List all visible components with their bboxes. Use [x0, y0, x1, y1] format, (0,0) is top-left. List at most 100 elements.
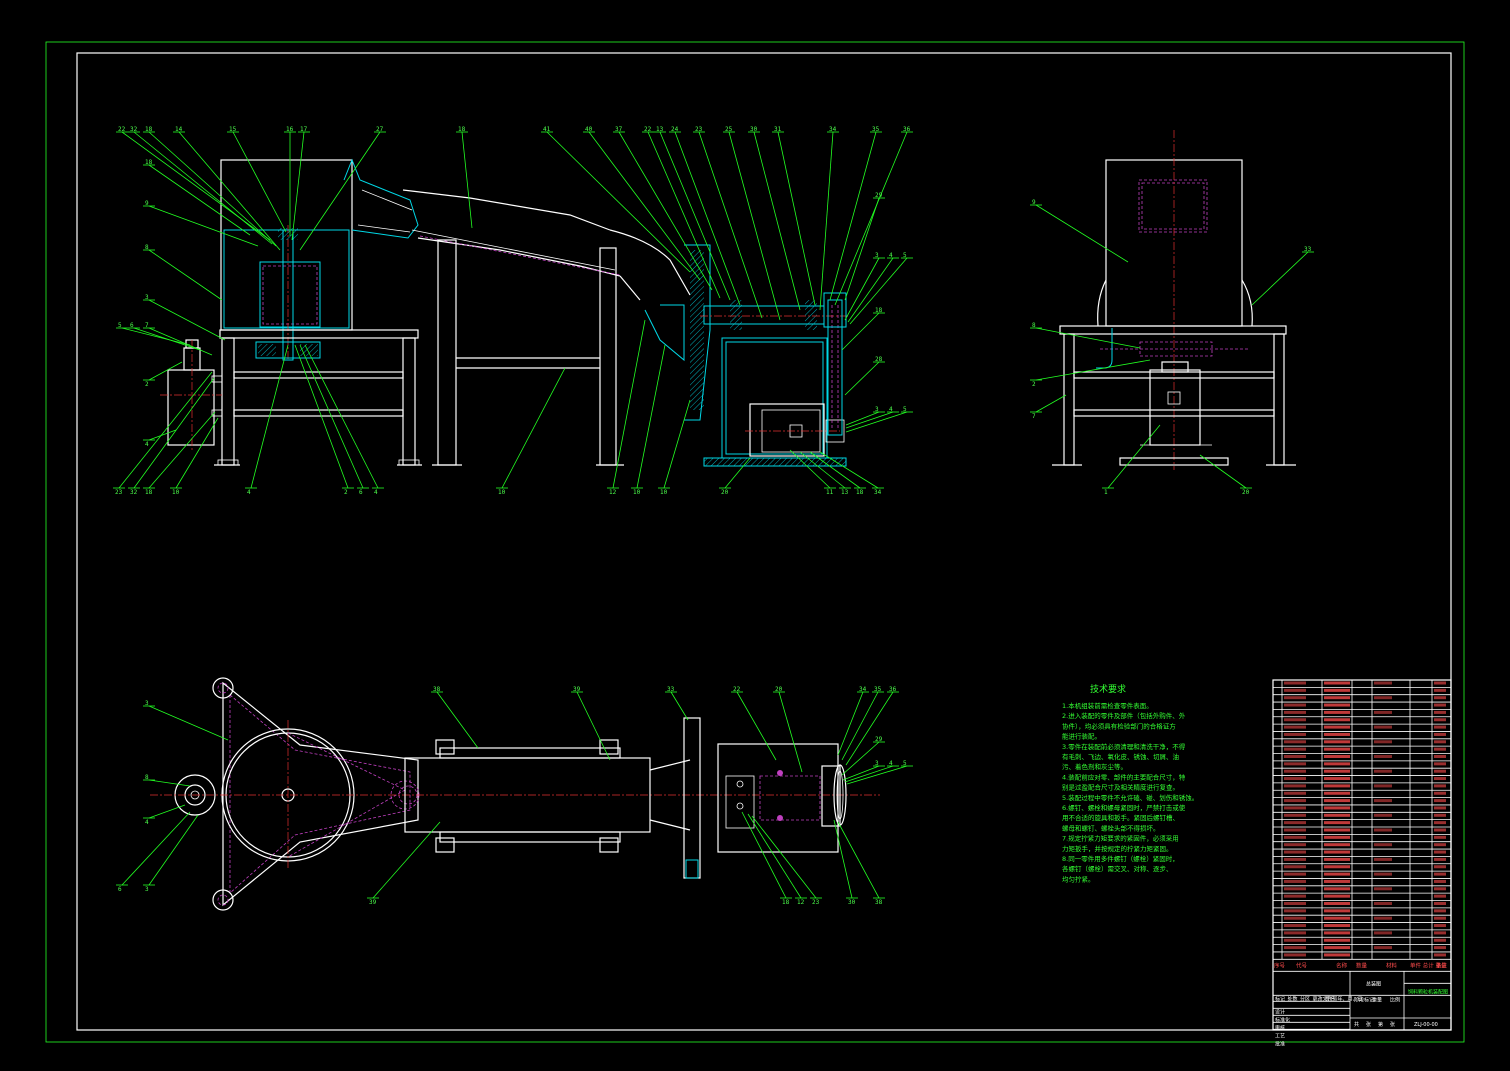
- part-number-label: 6: [359, 489, 363, 496]
- part-number-label: 5: [903, 760, 907, 767]
- part-number-label: 22: [733, 686, 741, 693]
- note-line: 能进行装配。: [1062, 732, 1101, 741]
- part-number-label: 18: [145, 159, 153, 166]
- note-line: 协件），均必须具有检验部门的合格证方: [1062, 721, 1176, 730]
- bom-header-cell: 数量: [1356, 961, 1368, 969]
- part-number-label: 6: [130, 322, 134, 329]
- part-number-label: 4: [145, 441, 149, 448]
- part-number-label: 29: [875, 192, 883, 199]
- note-line: 用不合适的旋具和扳手。紧固后螺钉槽、: [1062, 813, 1179, 822]
- notes-title: 技术要求: [1090, 683, 1126, 695]
- part-number-label: 8: [145, 774, 149, 781]
- part-number-label: 15: [229, 126, 237, 133]
- stage-label: 重量: [1372, 996, 1382, 1003]
- part-number-label: 29: [875, 736, 883, 743]
- part-number-label: 9: [145, 200, 149, 207]
- stage-label: 阶段标记: [1354, 996, 1374, 1003]
- sheet-label: 共: [1354, 1021, 1359, 1028]
- part-number-label: 7: [145, 322, 149, 329]
- part-number-label: 27: [376, 126, 384, 133]
- part-number-label: 13: [841, 489, 849, 496]
- part-number-label: 3: [145, 294, 149, 301]
- part-number-label: 3: [875, 760, 879, 767]
- part-number-label: 31: [774, 126, 782, 133]
- bom-header-cell: 单件 总计 重量: [1410, 961, 1447, 969]
- part-number-label: 23: [115, 489, 123, 496]
- part-number-label: 18: [458, 126, 466, 133]
- note-line: 5.装配过程中零件不允许磕、碰、划伤和锈蚀。: [1062, 793, 1198, 802]
- sign-row-label: 更改文件号: [1313, 995, 1338, 1002]
- part-number-label: 2: [1032, 381, 1036, 388]
- part-number-label: 4: [145, 819, 149, 826]
- bom-header-cell: 序号: [1274, 961, 1286, 969]
- note-line: 污、着色剂和灰尘等。: [1062, 762, 1127, 771]
- role-label: 标准化: [1275, 1016, 1290, 1023]
- part-number-label: 6: [118, 886, 122, 893]
- product-name: 饲料颗粒机装配图: [1408, 988, 1448, 995]
- note-line: 力矩扳手，并按规定的拧紧力矩紧固。: [1062, 844, 1173, 853]
- part-number-label: 22: [644, 126, 652, 133]
- part-number-label: 9: [1032, 199, 1036, 206]
- part-number-label: 3: [145, 886, 149, 893]
- part-number-label: 35: [872, 126, 880, 133]
- part-number-label: 23: [695, 126, 703, 133]
- part-number-label: 3: [875, 252, 879, 259]
- part-number-label: 33: [1304, 246, 1312, 253]
- note-line: 有毛刺、飞边、氧化皮、锈蚀、切屑、油: [1062, 752, 1179, 761]
- drawing-number: ZLJ-00-00: [1414, 1022, 1438, 1028]
- note-line: 4.装配前应对零、部件的主要配合尺寸，特: [1062, 772, 1186, 781]
- part-number-label: 38: [875, 899, 883, 906]
- part-number-label: 10: [633, 489, 641, 496]
- part-number-label: 5: [903, 252, 907, 259]
- front-view: [160, 158, 850, 467]
- drawing-frame: [45, 41, 1465, 1043]
- part-number-label: 30: [750, 126, 758, 133]
- bom-header-cell: 代号: [1296, 961, 1308, 969]
- part-number-label: 41: [543, 126, 551, 133]
- part-number-label: 2: [344, 489, 348, 496]
- part-number-label: 20: [1242, 489, 1250, 496]
- part-number-label: 17: [300, 126, 308, 133]
- part-number-label: 8: [145, 244, 149, 251]
- part-number-label: 24: [671, 126, 679, 133]
- part-number-label: 10: [172, 489, 180, 496]
- part-number-label: 18: [145, 126, 153, 133]
- sheet-label: 张: [1390, 1021, 1395, 1028]
- part-number-label: 3: [875, 406, 879, 413]
- sign-row-label: 年、月、日: [1338, 995, 1363, 1002]
- sheet-label: 第: [1378, 1021, 1383, 1028]
- role-label: 批准: [1275, 1040, 1285, 1047]
- note-line: 2.进入装配的零件及部件（包括外购件、外: [1062, 711, 1186, 720]
- part-number-label: 36: [903, 126, 911, 133]
- plan-view: [150, 677, 880, 911]
- sign-row-label: 标记: [1275, 995, 1285, 1002]
- part-number-label: 39: [573, 686, 581, 693]
- bom-header-cell: 备注: [1436, 961, 1448, 969]
- part-number-label: 34: [829, 126, 837, 133]
- sheet-label: 张: [1366, 1021, 1371, 1028]
- bom-header-cell: 名称: [1336, 961, 1348, 969]
- part-number-label: 5: [903, 406, 907, 413]
- part-number-label: 14: [175, 126, 183, 133]
- part-number-label: 18: [856, 489, 864, 496]
- part-number-label: 18: [782, 899, 790, 906]
- note-line: 1.本机组装前需检查零件表面。: [1062, 701, 1153, 710]
- part-number-label: 34: [859, 686, 867, 693]
- drawing-name: 总装图: [1366, 980, 1381, 987]
- note-line: 各螺钉（螺栓）需交叉、对称、逐步、: [1062, 864, 1173, 873]
- part-number-label: 18: [875, 307, 883, 314]
- part-number-label: 8: [1032, 322, 1036, 329]
- part-number-label: 38: [433, 686, 441, 693]
- note-line: 8.同一零件用多件螺钉（螺栓）紧固时，: [1062, 854, 1179, 863]
- role-label: 审核: [1275, 1024, 1285, 1031]
- technical-notes: 技术要求 1.本机组装前需检查零件表面。2.进入装配的零件及部件（包括外购件、外…: [1062, 683, 1198, 883]
- part-number-label: 30: [848, 899, 856, 906]
- part-number-label: 4: [374, 489, 378, 496]
- part-number-label: 20: [721, 489, 729, 496]
- note-line: 螺母和螺钉、螺栓头部不得损坏。: [1062, 823, 1160, 832]
- part-number-label: 23: [812, 899, 820, 906]
- part-number-label: 1: [1104, 489, 1108, 496]
